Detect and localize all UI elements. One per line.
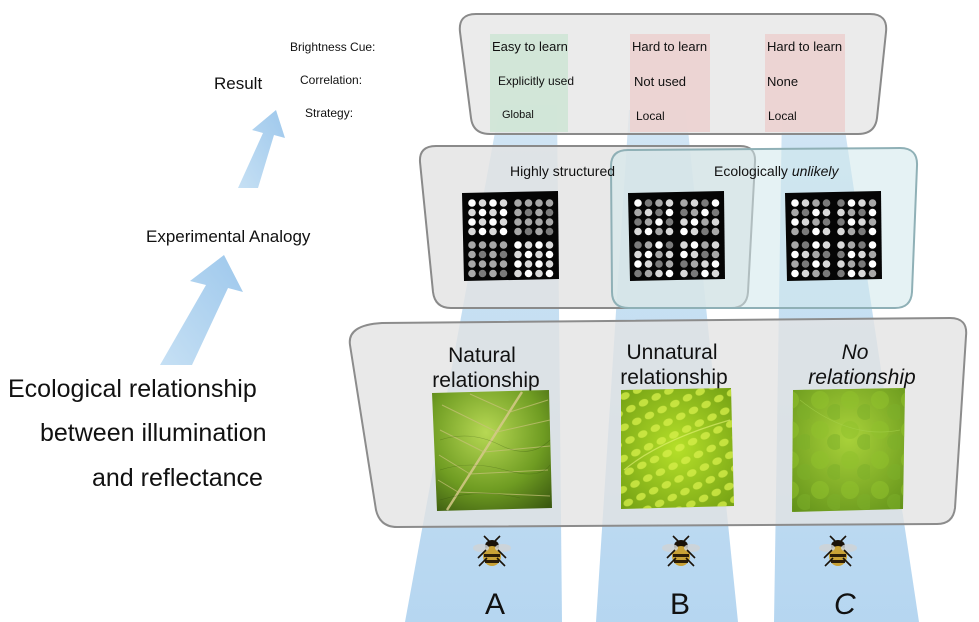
- strategy-b: Local: [636, 109, 665, 123]
- no-relationship-line1: No: [842, 341, 869, 364]
- analogy-panel: Highly structured Ecologically unlikely: [418, 145, 919, 309]
- arrow-lower-icon: [160, 255, 243, 365]
- natural-relationship-line2: relationship: [432, 369, 539, 392]
- ecological-panel: Natural relationship Unnatural relations…: [348, 316, 968, 529]
- row-label-brightness-cue: Brightness Cue:: [290, 40, 375, 54]
- condition-a-label: A: [485, 588, 505, 621]
- condition-c-label: C: [834, 588, 856, 621]
- ecological-label-line3: and reflectance: [92, 464, 263, 492]
- ecological-label-line1: Ecological relationship: [8, 375, 257, 403]
- natural-relationship-line1: Natural: [448, 344, 516, 367]
- leaf-image-unnatural: [621, 388, 734, 509]
- unnatural-relationship-line2: relationship: [620, 366, 727, 389]
- strategy-a: Global: [502, 109, 534, 121]
- ecological-label-line2: between illumination: [40, 419, 267, 447]
- stimulus-grid-c: [785, 191, 882, 281]
- strategy-c: Local: [768, 109, 797, 123]
- left-labels: Result Experimental Analogy Ecological r…: [8, 74, 311, 492]
- bee-a-icon: [473, 535, 511, 567]
- cue-c: Hard to learn: [767, 39, 842, 54]
- cue-c-text: Hard to learn: [767, 39, 842, 54]
- leaf-image-none: [792, 388, 905, 512]
- unnatural-relationship-line1: Unnatural: [626, 341, 717, 364]
- condition-labels: A B C: [485, 588, 856, 621]
- cue-a: Easy to learn: [492, 39, 568, 54]
- condition-b-label: B: [670, 588, 690, 621]
- result-label: Result: [214, 74, 262, 93]
- ecologically-unlikely-label: Ecologically unlikely: [714, 163, 840, 179]
- arrow-upper-icon: [238, 110, 285, 188]
- bee-c-icon: [819, 535, 857, 567]
- row-label-correlation: Correlation:: [300, 73, 362, 87]
- stimulus-grid-b: [628, 191, 725, 281]
- result-column-b-tint: [630, 34, 710, 132]
- result-column-c-tint: [765, 34, 845, 132]
- result-panel: Brightness Cue: Correlation: Strategy: E…: [290, 13, 888, 135]
- experimental-analogy-label: Experimental Analogy: [146, 227, 311, 246]
- bee-b-icon: [662, 535, 700, 567]
- result-column-a-tint: [490, 34, 568, 132]
- correlation-a: Explicitly used: [498, 74, 574, 88]
- highly-structured-label: Highly structured: [510, 163, 615, 179]
- no-relationship-line2: relationship: [808, 366, 915, 389]
- correlation-c: None: [767, 74, 798, 89]
- row-label-strategy: Strategy:: [305, 106, 353, 120]
- leaf-image-natural: [432, 390, 552, 511]
- correlation-b: Not used: [634, 74, 686, 89]
- cue-b: Hard to learn: [632, 39, 707, 54]
- bees: [473, 535, 857, 567]
- stimulus-grid-a: [462, 191, 559, 281]
- left-arrows: [160, 110, 285, 365]
